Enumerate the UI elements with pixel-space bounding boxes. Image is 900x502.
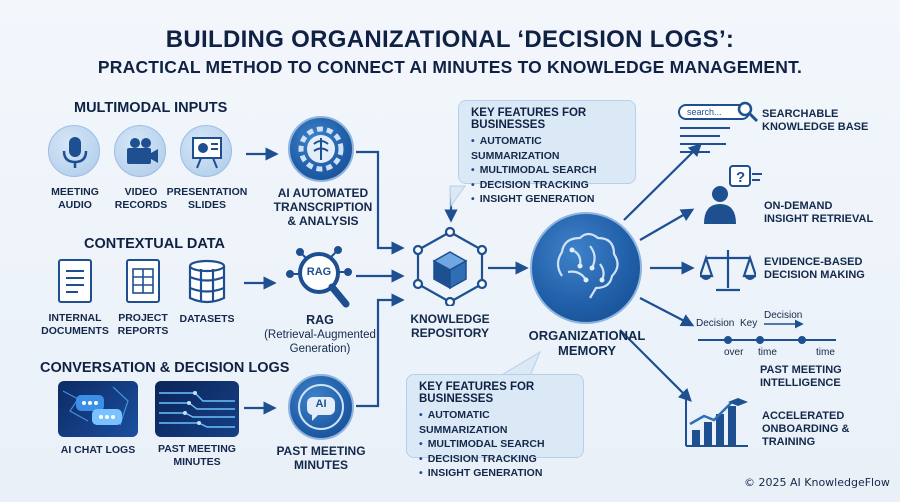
- balance-scale-icon: [700, 250, 756, 292]
- timeline-decision-1: Decision: [696, 318, 735, 329]
- copyright: © 2025 AI KnowledgeFlow: [744, 476, 890, 489]
- database-icon: [186, 258, 228, 306]
- knowledge-repository-node: [412, 226, 488, 308]
- growth-chart-icon: [685, 396, 748, 447]
- ai-chat-logs-label: AI CHAT LOGS: [60, 444, 136, 456]
- feature-item: INSIGHT GENERATION: [471, 192, 625, 207]
- search-icon: [737, 101, 759, 123]
- video-camera-icon: [127, 138, 158, 164]
- brain-icon: [556, 232, 619, 299]
- timeline-time-2: time: [816, 347, 835, 358]
- timeline-over: over: [724, 347, 744, 358]
- circuit-lines-icon: [159, 391, 235, 428]
- features-bottom-box: KEY FEATURES FOR BUSINESSES AUTOMATIC SU…: [406, 374, 584, 479]
- rag-title: RAG: [306, 313, 334, 327]
- ai-chat-node: AI: [288, 374, 354, 440]
- meeting-audio-node: [48, 125, 100, 177]
- features-bottom-heading: KEY FEATURES FOR BUSINESSES: [419, 381, 535, 405]
- feature-item: DECISION TRACKING: [471, 178, 625, 193]
- rag-magnifier-icon: [286, 246, 352, 308]
- feature-item: MULTIMODAL SEARCH: [471, 163, 625, 178]
- result-lines-icon: [680, 127, 730, 153]
- features-top-box: KEY FEATURES FOR BUSINESSES AUTOMATIC SU…: [458, 100, 636, 205]
- search-placeholder: search...: [687, 107, 722, 117]
- feature-item: AUTOMATIC SUMMARIZATION: [419, 408, 573, 437]
- ai-brain-gear-node: [288, 116, 354, 182]
- datasets-label: DATASETS: [179, 313, 235, 325]
- project-reports-icon: [126, 259, 160, 303]
- presentation-slides-node: [180, 125, 232, 177]
- organizational-memory-node: [530, 212, 642, 324]
- video-records-node: [114, 125, 166, 177]
- rag-badge: RAG: [306, 266, 332, 278]
- chat-bubbles-icon: [62, 386, 129, 426]
- section-contextual: CONTEXTUAL DATA: [84, 236, 225, 252]
- section-conversation: CONVERSATION & DECISION LOGS: [40, 360, 290, 376]
- past-meeting-minutes-image: [155, 381, 239, 437]
- timeline-key: Key: [740, 318, 758, 329]
- feature-item: AUTOMATIC SUMMARIZATION: [471, 134, 625, 163]
- brain-gear-icon: [298, 126, 344, 172]
- svg-text:?: ?: [736, 169, 745, 186]
- feature-item: DECISION TRACKING: [419, 452, 573, 467]
- timeline-decision-2: Decision: [764, 310, 803, 321]
- cube-network-icon: [412, 226, 488, 308]
- rag-node: RAG: [282, 244, 358, 314]
- ai-badge: AI: [315, 398, 327, 410]
- section-multimodal: MULTIMODAL INPUTS: [74, 100, 228, 116]
- feature-item: INSIGHT GENERATION: [419, 466, 573, 481]
- ai-chat-logs-image: [58, 381, 138, 437]
- timeline-time-1: time: [758, 347, 777, 358]
- presentation-board-icon: [192, 137, 222, 169]
- person-question-icon: ?: [704, 165, 762, 224]
- internal-documents-icon: [58, 259, 92, 303]
- decision-timeline: [698, 319, 836, 344]
- page-subtitle: PRACTICAL METHOD TO CONNECT AI MINUTES T…: [97, 57, 803, 77]
- features-top-heading: KEY FEATURES FOR BUSINESSES: [471, 107, 587, 131]
- feature-item: MULTIMODAL SEARCH: [419, 437, 573, 452]
- page-title: BUILDING ORGANIZATIONAL ‘DECISION LOGS’:: [165, 26, 735, 53]
- ai-chat-bubble-icon: [298, 384, 344, 430]
- microphone-icon: [62, 137, 88, 168]
